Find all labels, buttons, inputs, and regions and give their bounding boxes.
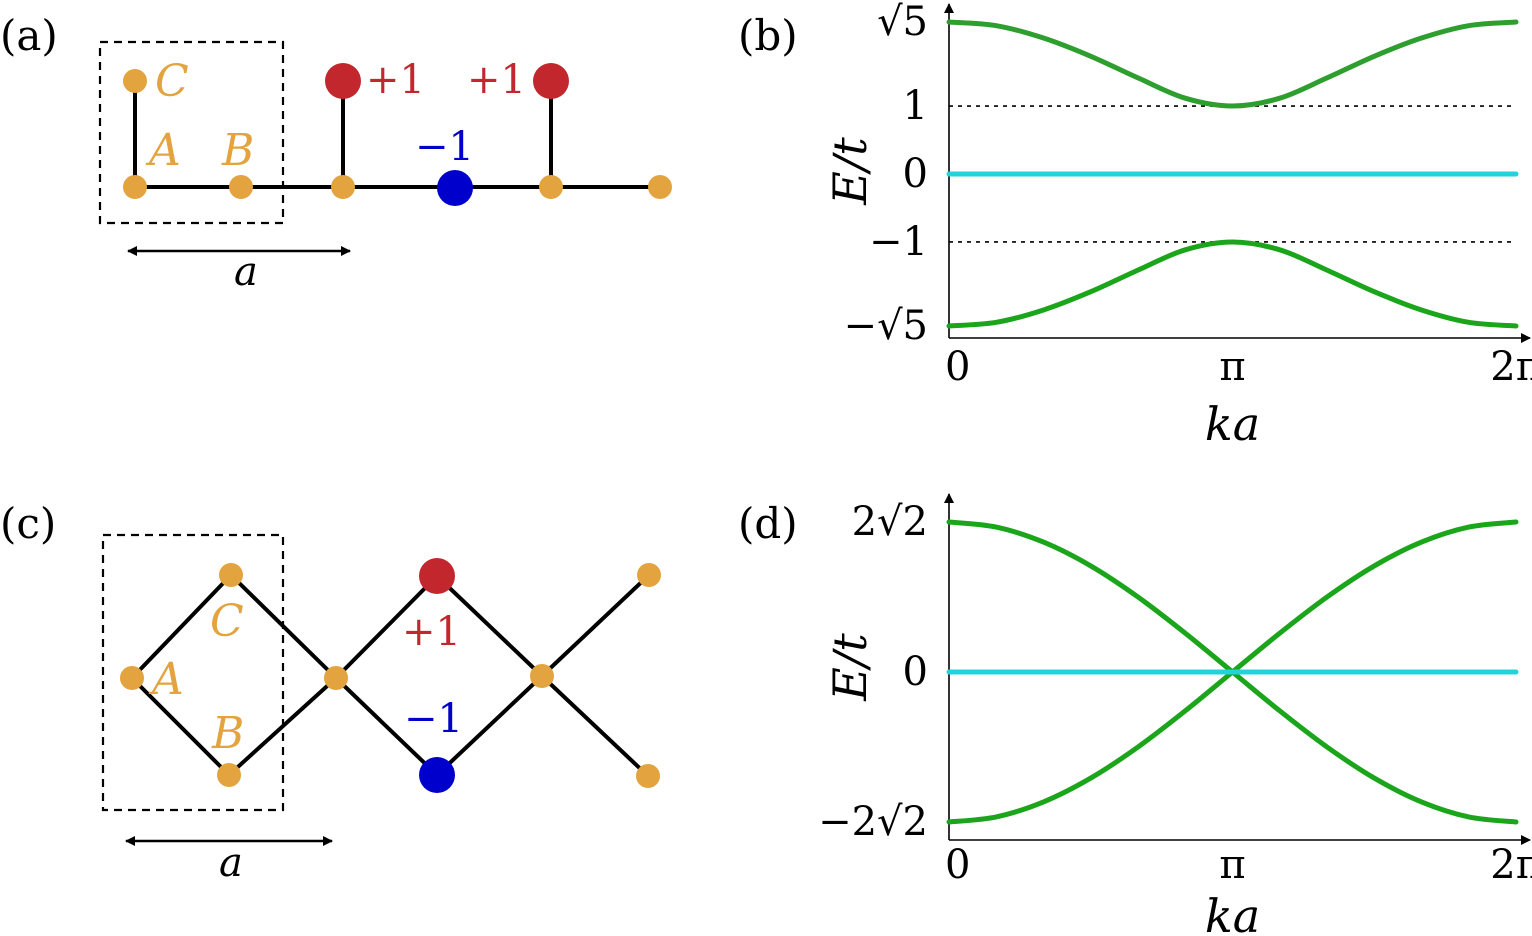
site-a [331, 175, 355, 199]
amplitude-minus-label: −1 [404, 696, 463, 742]
panel-c: (c) C A B +1 [0, 499, 661, 886]
y-tick-label: 2√2 [852, 499, 928, 545]
band-structure-chart-b: √5 1 0 −1 −√5 0 π 2π ka E/t [823, 0, 1532, 451]
band-structure-chart-d: 2√2 0 −2√2 0 π 2π ka E/t [818, 493, 1532, 936]
diamond-bonds [130, 573, 651, 778]
site-label-c: C [210, 596, 244, 647]
site-c [219, 563, 243, 587]
site-a [539, 175, 563, 199]
bond [227, 676, 338, 777]
y-tick-label: −1 [869, 219, 928, 265]
x-tick-label: π [1219, 842, 1245, 888]
minus-amplitude-site [437, 170, 473, 206]
site-label-a: A [148, 654, 184, 705]
bond [334, 574, 439, 680]
bond [540, 573, 651, 678]
site-a [123, 175, 147, 199]
amplitude-minus-label: −1 [415, 124, 474, 170]
site-label-b: B [221, 125, 254, 176]
amplitude-plus-label: +1 [366, 57, 425, 103]
plus-amplitude-site [325, 63, 361, 99]
plus-amplitude-site [533, 63, 569, 99]
y-tick-label: −√5 [844, 303, 928, 349]
amplitude-plus-label: +1 [402, 609, 461, 655]
bond [435, 674, 544, 777]
minus-amplitude-site [419, 757, 455, 793]
panel-d-label: (d) [738, 499, 798, 548]
x-tick-label: 0 [945, 842, 970, 888]
plus-amplitude-site [419, 558, 455, 594]
site-b [636, 764, 660, 788]
bond [130, 573, 233, 680]
unit-cell-box [98, 40, 285, 225]
lattice-constant-label: a [219, 840, 243, 886]
y-tick-label: √5 [877, 0, 928, 45]
y-axis-label: E/t [823, 633, 877, 702]
site-b [217, 763, 241, 787]
unit-cell-box [101, 533, 285, 812]
x-tick-label: π [1219, 344, 1245, 390]
panel-b-label: (b) [738, 11, 798, 60]
x-tick-label: 2π [1490, 842, 1532, 888]
bond [229, 573, 338, 680]
bond [334, 676, 439, 777]
bond [130, 676, 231, 777]
bond [540, 674, 650, 778]
site-label-a: A [145, 125, 181, 176]
y-tick-label: 0 [903, 649, 928, 695]
bond [435, 574, 544, 678]
site-b [648, 175, 672, 199]
x-tick-label: 0 [945, 344, 970, 390]
site-c [123, 69, 147, 93]
site-b [229, 175, 253, 199]
lattice-constant-label: a [234, 249, 258, 295]
y-axis-label: E/t [823, 137, 877, 206]
site-c [637, 563, 661, 587]
site-label-c: C [155, 56, 189, 107]
panel-a: (a) C A B +1 +1 −1 a [0, 11, 672, 295]
series-line-2 [946, 239, 1519, 329]
y-tick-label: 1 [903, 83, 928, 129]
y-tick-label: −2√2 [818, 799, 928, 845]
panel-a-label: (a) [0, 11, 58, 60]
amplitude-plus-label: +1 [467, 57, 526, 103]
site-a [324, 666, 348, 690]
site-a [120, 666, 144, 690]
x-tick-label: 2π [1490, 344, 1532, 390]
y-tick-label: 0 [903, 151, 928, 197]
panel-c-label: (c) [0, 499, 56, 548]
site-label-b: B [211, 708, 244, 759]
x-axis-label: ka [1205, 397, 1260, 451]
x-axis-label: ka [1205, 889, 1260, 936]
series-line-0 [946, 19, 1519, 109]
site-a [530, 664, 554, 688]
